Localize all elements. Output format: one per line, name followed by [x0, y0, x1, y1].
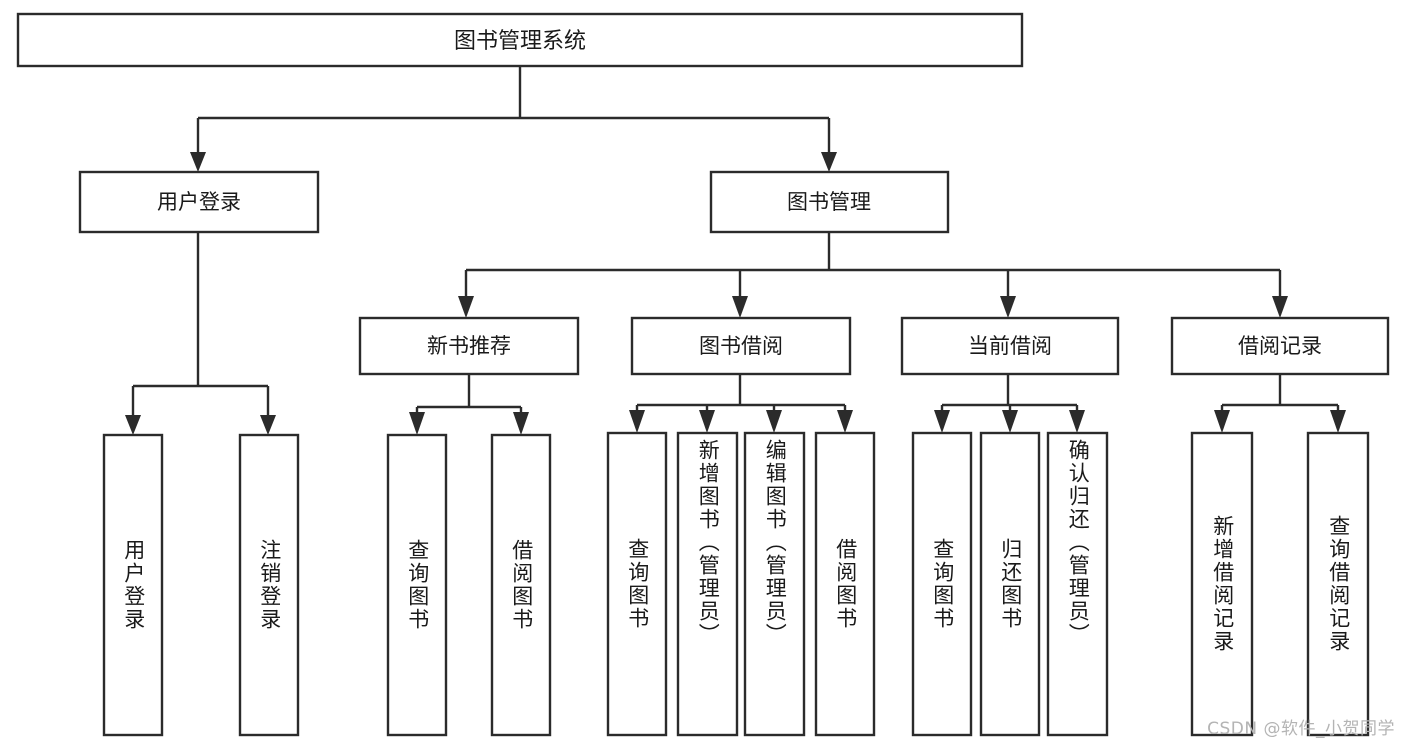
arrow-nbr-to-leaf-2: [513, 412, 529, 435]
arrow-bm-to-current-borrow: [1000, 296, 1016, 318]
node-user-login[interactable]: 用户登录: [78, 170, 320, 234]
arrow-br-to-leaf-1: [1214, 410, 1230, 433]
arrow-cb-to-leaf-2: [1002, 410, 1018, 433]
node-book-management[interactable]: 图书管理: [709, 170, 950, 234]
node-book-borrow-box[interactable]: [630, 316, 852, 376]
arrow-bm-to-book-borrow: [732, 296, 748, 318]
node-user-login-box[interactable]: [78, 170, 320, 234]
arrow-bb-to-leaf-4: [837, 410, 853, 433]
arrow-bb-to-leaf-3: [766, 410, 782, 433]
arrow-bm-to-new-book: [458, 296, 474, 318]
edge-group-user-login: [125, 232, 276, 435]
node-book-borrow-label: 图书借阅: [699, 334, 783, 358]
arrow-nbr-to-leaf-1: [409, 412, 425, 435]
node-leaf-confirm-return-box[interactable]: [1046, 431, 1109, 737]
node-root-label: 图书管理系统: [454, 29, 586, 54]
node-leaf-query-book-1-box[interactable]: [386, 433, 448, 737]
node-leaf-query-borrow-record-box[interactable]: [1306, 431, 1370, 737]
node-leaf-logout-login-box[interactable]: [238, 433, 300, 737]
node-book-management-label: 图书管理: [787, 190, 871, 214]
arrow-cb-to-leaf-3: [1069, 410, 1085, 433]
node-user-login-label: 用户登录: [157, 190, 241, 214]
edge-group-new-book-recommend: [409, 374, 529, 435]
arrow-bb-to-leaf-1: [629, 410, 645, 433]
node-current-borrow-label: 当前借阅: [968, 334, 1052, 358]
arrow-root-to-user-login: [190, 152, 206, 172]
node-leaf-borrow-book-2-box[interactable]: [814, 431, 876, 737]
node-new-book-recommend-label: 新书推荐: [427, 334, 511, 358]
node-current-borrow-box[interactable]: [900, 316, 1120, 376]
node-new-book-recommend-box[interactable]: [358, 316, 580, 376]
arrow-bb-to-leaf-2: [699, 410, 715, 433]
node-leaf-user-login-box[interactable]: [102, 433, 164, 737]
node-borrow-record-box[interactable]: [1170, 316, 1390, 376]
arrow-bm-to-borrow-record: [1272, 296, 1288, 318]
node-leaf-add-book-box[interactable]: [676, 431, 739, 737]
edge-group-current-borrow: [934, 374, 1085, 433]
edge-group-borrow-record: [1214, 374, 1346, 433]
node-new-book-recommend[interactable]: 新书推荐: [358, 316, 580, 376]
arrow-cb-to-leaf-1: [934, 410, 950, 433]
node-borrow-record[interactable]: 借阅记录: [1170, 316, 1390, 376]
node-leaf-add-borrow-record-box[interactable]: [1190, 431, 1254, 737]
node-leaf-borrow-book-1-box[interactable]: [490, 433, 552, 737]
node-leaf-return-book-box[interactable]: [979, 431, 1041, 737]
node-borrow-record-label: 借阅记录: [1238, 334, 1322, 358]
node-leaf-edit-book-box[interactable]: [743, 431, 806, 737]
arrow-user-login-to-leaf-2: [260, 415, 276, 435]
node-root-box[interactable]: [16, 12, 1024, 68]
node-leaf-query-book-3-box[interactable]: [911, 431, 973, 737]
edge-group-book-borrow: [629, 374, 853, 433]
node-current-borrow[interactable]: 当前借阅: [900, 316, 1120, 376]
edge-group-root: [190, 66, 837, 172]
arrow-br-to-leaf-2: [1330, 410, 1346, 433]
arrow-root-to-book-management: [821, 152, 837, 172]
node-book-borrow[interactable]: 图书借阅: [630, 316, 852, 376]
watermark-text: CSDN @软件_小贺同学: [1207, 719, 1395, 739]
node-book-management-box[interactable]: [709, 170, 950, 234]
edge-group-book-management: [458, 232, 1288, 318]
node-leaf-query-book-2-box[interactable]: [606, 431, 668, 737]
arrow-user-login-to-leaf-1: [125, 415, 141, 435]
node-root[interactable]: 图书管理系统: [16, 12, 1024, 68]
